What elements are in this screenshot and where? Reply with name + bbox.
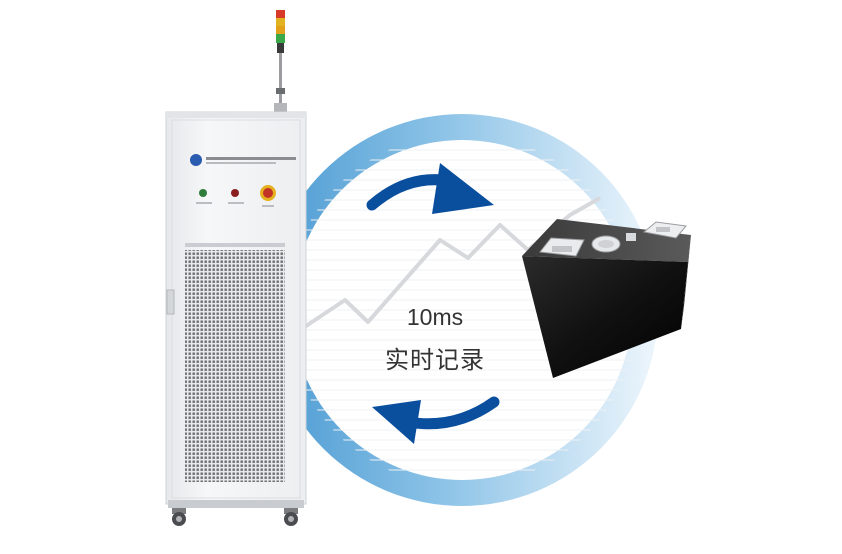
cycle-ring xyxy=(266,114,658,506)
caster-wheel-icon xyxy=(172,508,186,526)
clockwise-arrow-icon xyxy=(366,163,494,214)
battery-cell-icon xyxy=(522,219,691,378)
realtime-record-text: 实时记录 xyxy=(385,346,485,374)
tester-cabinet-icon xyxy=(165,111,307,526)
caster-wheel-icon xyxy=(284,508,298,526)
counterclockwise-arrow-icon xyxy=(372,396,500,444)
sampling-interval-text: 10ms xyxy=(406,304,464,330)
signal-tower-light-icon xyxy=(274,10,287,113)
